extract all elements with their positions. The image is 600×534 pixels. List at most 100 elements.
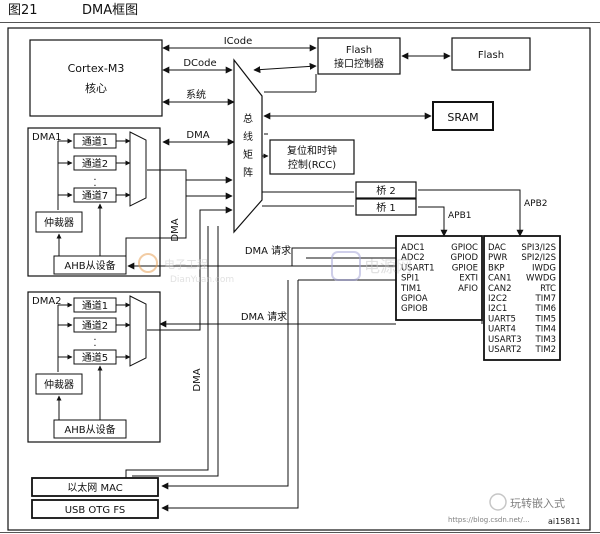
- apb1-right-item-1: GPIOC: [451, 243, 478, 253]
- dma1-channel-1: 通道1: [82, 135, 108, 148]
- dma-request-label-2: DMA 请求: [241, 310, 287, 323]
- dma-request-label-1: DMA 请求: [245, 244, 291, 257]
- flash-label: Flash: [478, 50, 504, 61]
- svg-text:.: .: [93, 172, 96, 183]
- dma2-arbiter: 仲裁器: [44, 378, 74, 391]
- flash-block: Flash: [451, 37, 531, 71]
- apb1-left-item-2: ADC2: [401, 253, 425, 263]
- apb1-right-item-3: GPIOE: [452, 263, 478, 273]
- apb1-label: APB1: [448, 211, 471, 221]
- rcc-block: 复位和时钟 控制(RCC): [269, 139, 355, 175]
- dma2-block: DMA2 通道1 通道2 . . 通道5 仲裁器 AHB从设备: [27, 291, 161, 443]
- bridge-2-label: 桥 2: [376, 185, 396, 197]
- apb1-left-item-5: TIM1: [400, 284, 421, 294]
- flash-if-label: Flash: [346, 45, 372, 56]
- outer-frame: [7, 27, 591, 531]
- icode-label: ICode: [224, 36, 253, 47]
- cortex-sublabel: 核心: [85, 81, 107, 95]
- apb1-left-item-6: GPIOA: [401, 294, 428, 304]
- dma1-block: DMA1 通道1 通道2 . . 通道7 仲裁器 AHB从设备: [27, 127, 161, 277]
- apb2-left-item-2: PWR: [488, 253, 508, 263]
- watermark-site-cn: 电子工程: [164, 258, 208, 271]
- cortex-m3-core: Cortex-M3 核心: [29, 39, 163, 117]
- apb2-right-item-4: WWDG: [526, 274, 556, 284]
- dma-bus-label: DMA: [186, 130, 209, 141]
- flash-interface-block: Flash 接口控制器: [317, 37, 401, 75]
- bus-matrix-char-3: 矩: [243, 148, 253, 161]
- watermark-url: https://blog.csdn.net/...: [448, 516, 530, 524]
- watermark-site-en: DianYuan.com: [170, 275, 234, 285]
- system-label: 系统: [186, 88, 206, 101]
- apb2-left-item-10: USART3: [488, 335, 521, 345]
- figure-ref-id: ai15811: [548, 517, 581, 526]
- apb2-right-item-9: TIM4: [535, 325, 556, 335]
- flash-if-sublabel: 接口控制器: [334, 57, 384, 70]
- apb1-right-item-5: AFIO: [458, 284, 478, 294]
- apb2-right-item-7: TIM6: [535, 304, 556, 314]
- apb2-left-list: DACPWRBKPCAN1CAN2I2C2I2C1UART5UART4USART…: [488, 243, 521, 355]
- apb2-right-item-11: TIM2: [535, 345, 556, 355]
- dma-vertical-label-2: DMA: [192, 368, 203, 391]
- cortex-label: Cortex-M3: [68, 62, 125, 75]
- ethernet-label: 以太网 MAC: [67, 481, 122, 494]
- dma2-label: DMA2: [32, 296, 62, 307]
- dma1-channel-2: 通道2: [82, 157, 108, 170]
- bridge-1-label: 桥 1: [376, 202, 396, 214]
- apb1-left-item-7: GPIOB: [401, 304, 428, 314]
- figure-title: DMA框图: [82, 3, 139, 18]
- apb1-left-item-3: USART1: [401, 263, 434, 273]
- footer-rule: [0, 532, 600, 533]
- header-rule: [0, 22, 600, 23]
- apb2-right-item-2: SPI2/I2S: [521, 253, 556, 263]
- apb2-right-item-10: TIM3: [535, 335, 556, 345]
- apb2-left-item-11: USART2: [488, 345, 521, 355]
- rcc-label: 复位和时钟: [287, 144, 337, 157]
- dma1-channel-7: 通道7: [82, 189, 108, 202]
- apb2-right-item-3: IWDG: [532, 263, 556, 273]
- bridge-2: 桥 2: [355, 181, 417, 199]
- bus-matrix: 总 线 矩 阵: [233, 58, 263, 234]
- usb-label: USB OTG FS: [65, 505, 126, 516]
- bus-matrix-char-1: 总: [243, 112, 253, 125]
- apb2-right-item-1: SPI3/I2S: [521, 243, 556, 253]
- apb1-left-item-1: ADC1: [401, 243, 425, 253]
- dma1-ahb-slave: AHB从设备: [64, 259, 115, 272]
- watermark-center: 电源网: [364, 257, 412, 276]
- apb1-left-item-4: SPI1: [401, 274, 419, 284]
- dma1-arbiter: 仲裁器: [44, 216, 74, 229]
- apb2-right-list: SPI3/I2SSPI2/I2SIWDGWWDGRTCTIM7TIM6TIM5T…: [521, 243, 556, 355]
- rcc-sublabel: 控制(RCC): [288, 158, 336, 171]
- dma2-ahb-slave: AHB从设备: [64, 423, 115, 436]
- dma2-channel-2: 通道2: [82, 319, 108, 332]
- apb2-left-item-3: BKP: [488, 263, 505, 273]
- svg-text:.: .: [93, 338, 96, 349]
- watermark-overlay: 电子工程 DianYuan.com 电源网 玩转嵌入式 https://blog…: [138, 251, 565, 524]
- apb2-left-item-7: I2C1: [488, 304, 507, 314]
- apb2-left-item-5: CAN2: [488, 284, 512, 294]
- usb-otg-block: USB OTG FS: [31, 499, 159, 519]
- dma2-channel-1: 通道1: [82, 299, 108, 312]
- bus-connections: [162, 44, 524, 237]
- apb2-right-item-6: TIM7: [535, 294, 556, 304]
- apb2-left-item-4: CAN1: [488, 274, 512, 284]
- bus-matrix-char-4: 阵: [243, 166, 253, 179]
- dma-vertical-label-1: DMA: [170, 218, 181, 241]
- watermark-author: 玩转嵌入式: [510, 496, 565, 510]
- dma1-label: DMA1: [32, 132, 62, 143]
- figure-number: 图21: [8, 3, 38, 18]
- sram-block: SRAM: [432, 101, 494, 131]
- sram-label: SRAM: [447, 111, 478, 124]
- dcode-label: DCode: [183, 58, 216, 69]
- apb2-peripherals: DACPWRBKPCAN1CAN2I2C2I2C1UART5UART4USART…: [483, 235, 561, 361]
- apb2-left-item-1: DAC: [488, 243, 506, 253]
- dma2-channel-5: 通道5: [82, 351, 108, 364]
- apb2-left-item-8: UART5: [488, 314, 516, 324]
- svg-text:.: .: [93, 178, 96, 189]
- apb2-right-item-5: RTC: [540, 284, 556, 294]
- svg-text:.: .: [93, 332, 96, 343]
